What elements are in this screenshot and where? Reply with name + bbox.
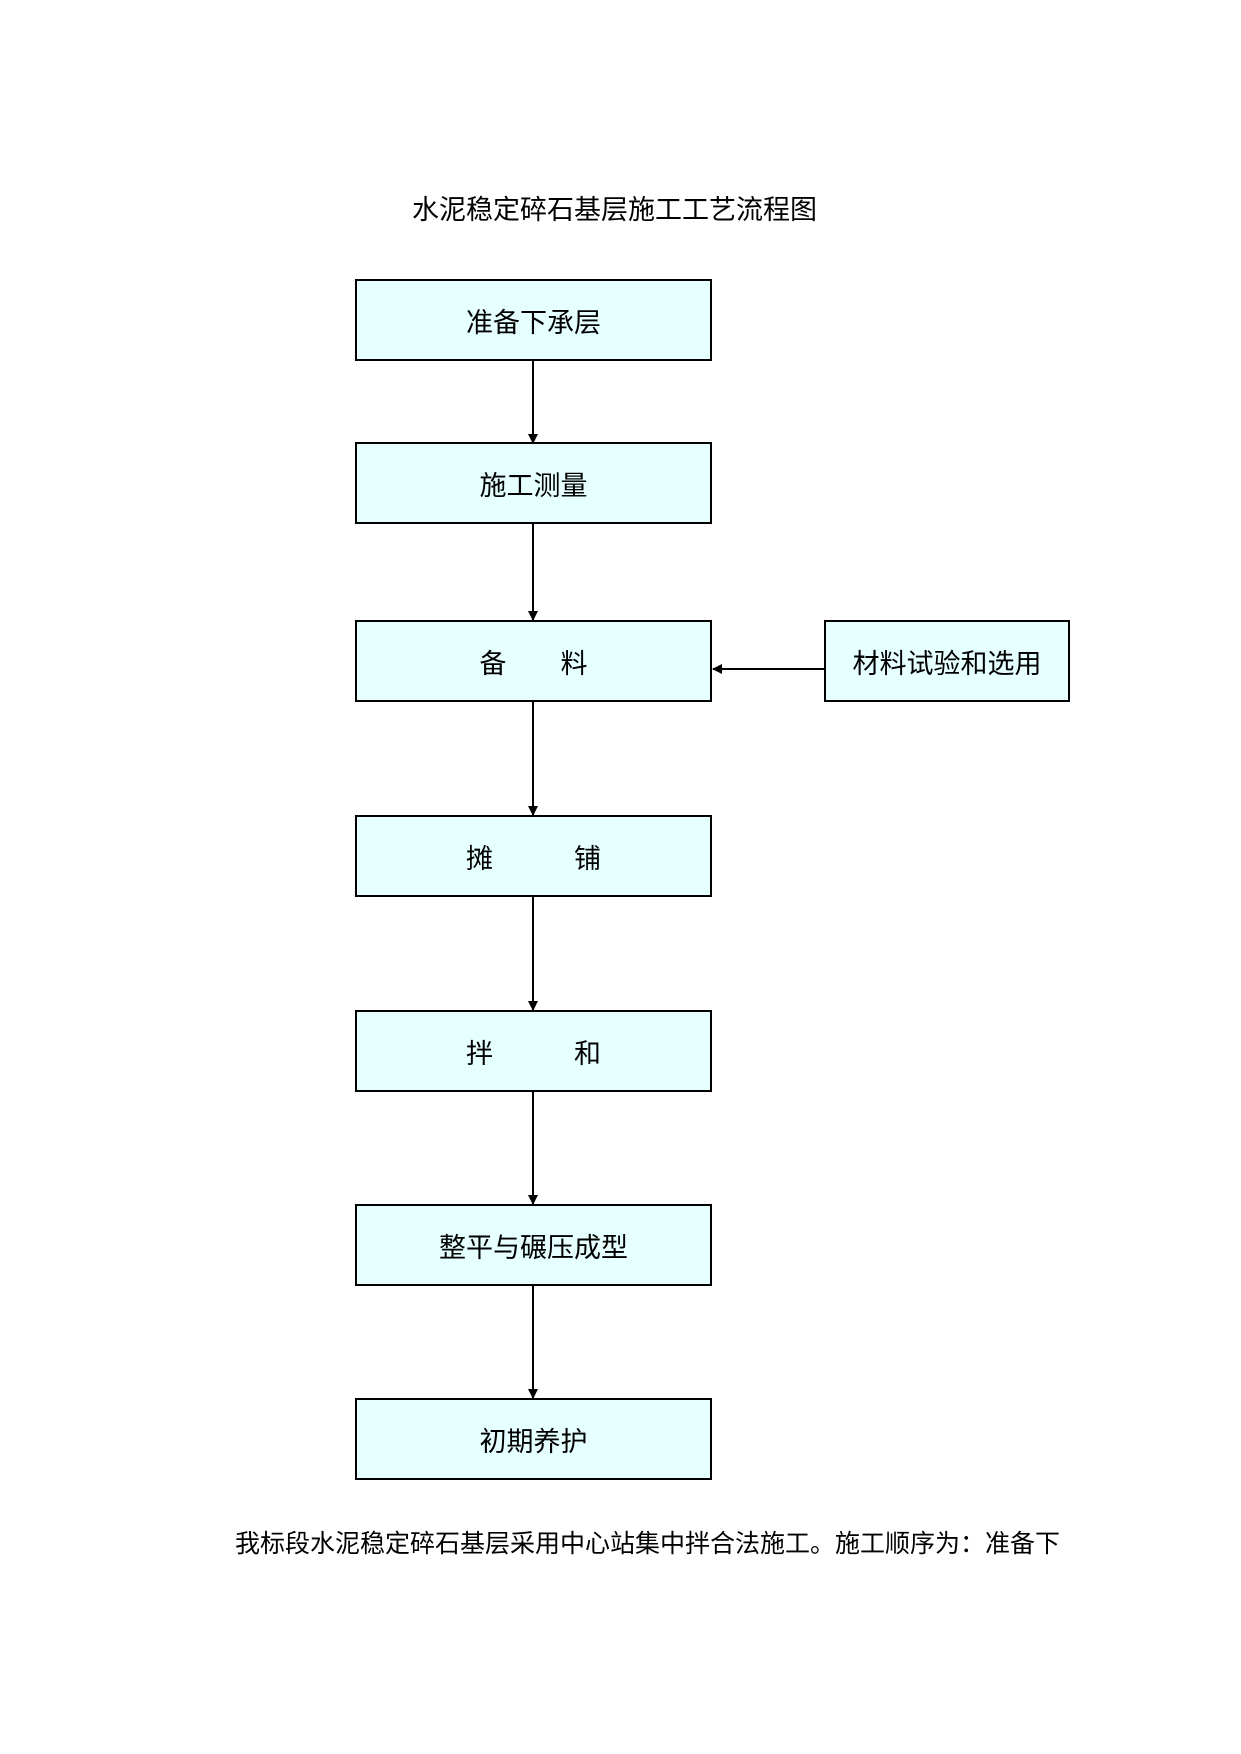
flow-step-label: 拌 和 [466, 1038, 601, 1070]
page-title: 水泥稳定碎石基层施工工艺流程图 [0, 188, 1241, 227]
flow-step-survey: 施工测量 [355, 442, 712, 524]
flow-step-leveling-compaction: 整平与碾压成型 [355, 1204, 712, 1286]
flow-step-spreading: 摊 铺 [355, 815, 712, 897]
flow-step-label: 备 料 [479, 648, 588, 680]
flow-step-label: 初期养护 [479, 1426, 588, 1458]
flow-step-mixing: 拌 和 [355, 1010, 712, 1092]
flow-step-label: 摊 铺 [466, 843, 601, 875]
flow-side-label: 材料试验和选用 [852, 648, 1042, 680]
body-paragraph: 我标段水泥稳定碎石基层采用中心站集中拌合法施工。施工顺序为：准备下 [235, 1524, 1060, 1560]
page-title-text: 水泥稳定碎石基层施工工艺流程图 [412, 195, 817, 226]
flow-step-label: 整平与碾压成型 [439, 1232, 628, 1264]
flow-step-prepare-subgrade: 准备下承层 [355, 279, 712, 361]
flow-step-initial-curing: 初期养护 [355, 1398, 712, 1480]
flow-step-material-prep: 备 料 [355, 620, 712, 702]
flow-side-material-testing: 材料试验和选用 [824, 620, 1070, 702]
flow-step-label: 施工测量 [479, 470, 588, 502]
body-paragraph-text: 我标段水泥稳定碎石基层采用中心站集中拌合法施工。施工顺序为：准备下 [235, 1529, 1061, 1558]
flow-step-label: 准备下承层 [466, 307, 601, 339]
